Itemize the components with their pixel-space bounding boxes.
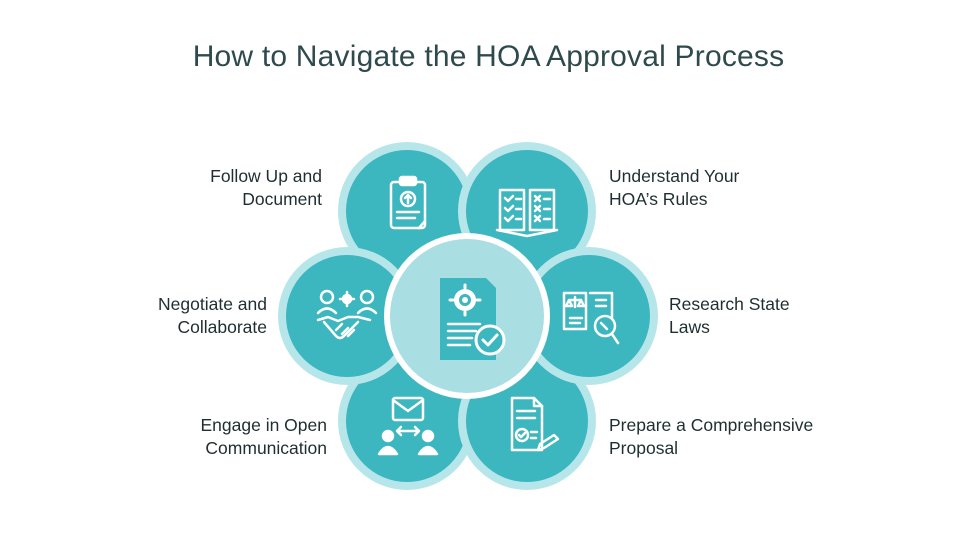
approved-certificate-icon [440, 278, 506, 360]
page-title: How to Navigate the HOA Approval Process [192, 40, 785, 73]
step-label-prepare: Prepare a Comprehensive Proposal [609, 415, 814, 458]
proposal-document-icon [510, 396, 560, 452]
petal-research[interactable] [520, 247, 658, 385]
petal-negotiate[interactable] [278, 247, 416, 385]
step-label-negotiate: Negotiate and Collaborate [158, 294, 267, 337]
step-label-research: Research State Laws [669, 294, 790, 337]
step-label-engage: Engage in Open Communication [200, 415, 328, 458]
step-label-follow-up: Follow Up and Document [210, 166, 322, 209]
handshake-icon [316, 289, 378, 340]
communication-icon [377, 396, 439, 456]
clipboard-icon [389, 175, 427, 230]
step-label-understand: Understand Your HOA’s Rules [609, 166, 740, 209]
checklist-book-icon [495, 188, 559, 238]
law-book-magnifier-icon [562, 291, 620, 345]
